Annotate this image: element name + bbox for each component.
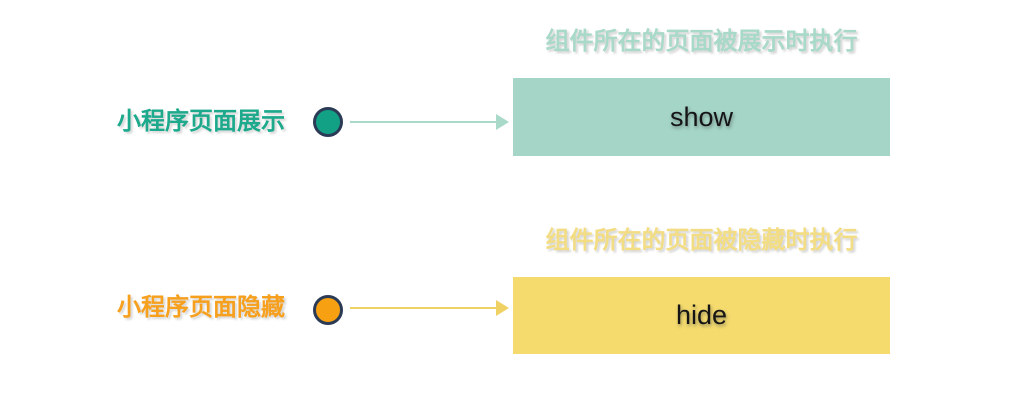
lifecycle-box-hide-label: hide: [675, 300, 728, 330]
arrow-line-show: [350, 121, 498, 123]
arrow-line-hide: [350, 307, 498, 309]
lifecycle-box-show: show: [513, 78, 890, 156]
caption-hide: 组件所在的页面被隐藏时执行: [545, 227, 858, 254]
lifecycle-box-hide: hide: [513, 277, 890, 354]
connector-dot-show: [313, 107, 343, 137]
label-page-hide: 小程序页面隐藏: [117, 294, 285, 321]
arrow-head-icon-hide: [496, 300, 509, 316]
arrow-head-icon-show: [496, 114, 509, 130]
caption-show: 组件所在的页面被展示时执行: [545, 28, 858, 55]
label-page-show: 小程序页面展示: [117, 108, 285, 135]
lifecycle-box-show-label: show: [669, 101, 734, 132]
connector-dot-hide: [313, 295, 343, 325]
